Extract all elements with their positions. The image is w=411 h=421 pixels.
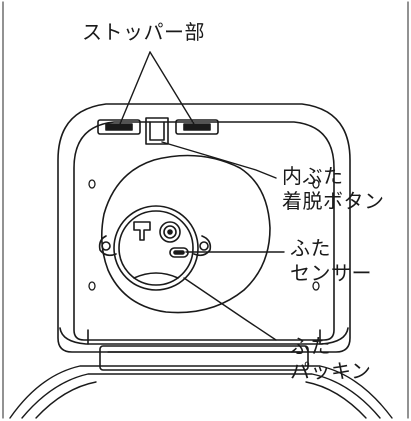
label-stopper-text: ストッパー部 (82, 20, 205, 44)
cooker-body-outline (9, 365, 393, 419)
lid-sensor (169, 247, 189, 258)
label-lid-sensor-line1: ふた (290, 236, 331, 260)
inner-lid-tabs (98, 235, 212, 257)
label-lid-packing-line2: パッキン (290, 359, 372, 383)
hinge-block (99, 345, 309, 371)
label-lid-packing: ふた パッキン (290, 334, 371, 384)
label-lid-sensor: ふた センサー (290, 236, 372, 286)
lid-packing-ring (113, 205, 199, 291)
leader-inner-lid-button (161, 141, 277, 179)
hinge-strip (59, 327, 349, 345)
label-inner-lid-button-line1: 内ぶた (282, 164, 344, 188)
inner-lid-plate (100, 154, 271, 314)
leader-lines (119, 51, 285, 341)
leader-stopper-right (149, 51, 195, 125)
center-fitting (133, 221, 181, 243)
label-lid-packing-line1: ふた (290, 334, 331, 358)
inner-lid-panel (73, 121, 335, 341)
label-lid-sensor-line2: センサー (290, 261, 372, 285)
lid-outer-shell (57, 103, 351, 353)
panel-screws (88, 179, 320, 291)
label-inner-lid-button-line2: 着脱ボタン (282, 189, 385, 213)
stopper-left (97, 119, 141, 135)
leader-stopper-left (119, 51, 151, 125)
stopper-right (175, 119, 219, 135)
label-inner-lid-button: 内ぶた 着脱ボタン (282, 164, 385, 214)
label-stopper: ストッパー部 (82, 20, 205, 45)
leader-lid-packing (183, 277, 277, 341)
